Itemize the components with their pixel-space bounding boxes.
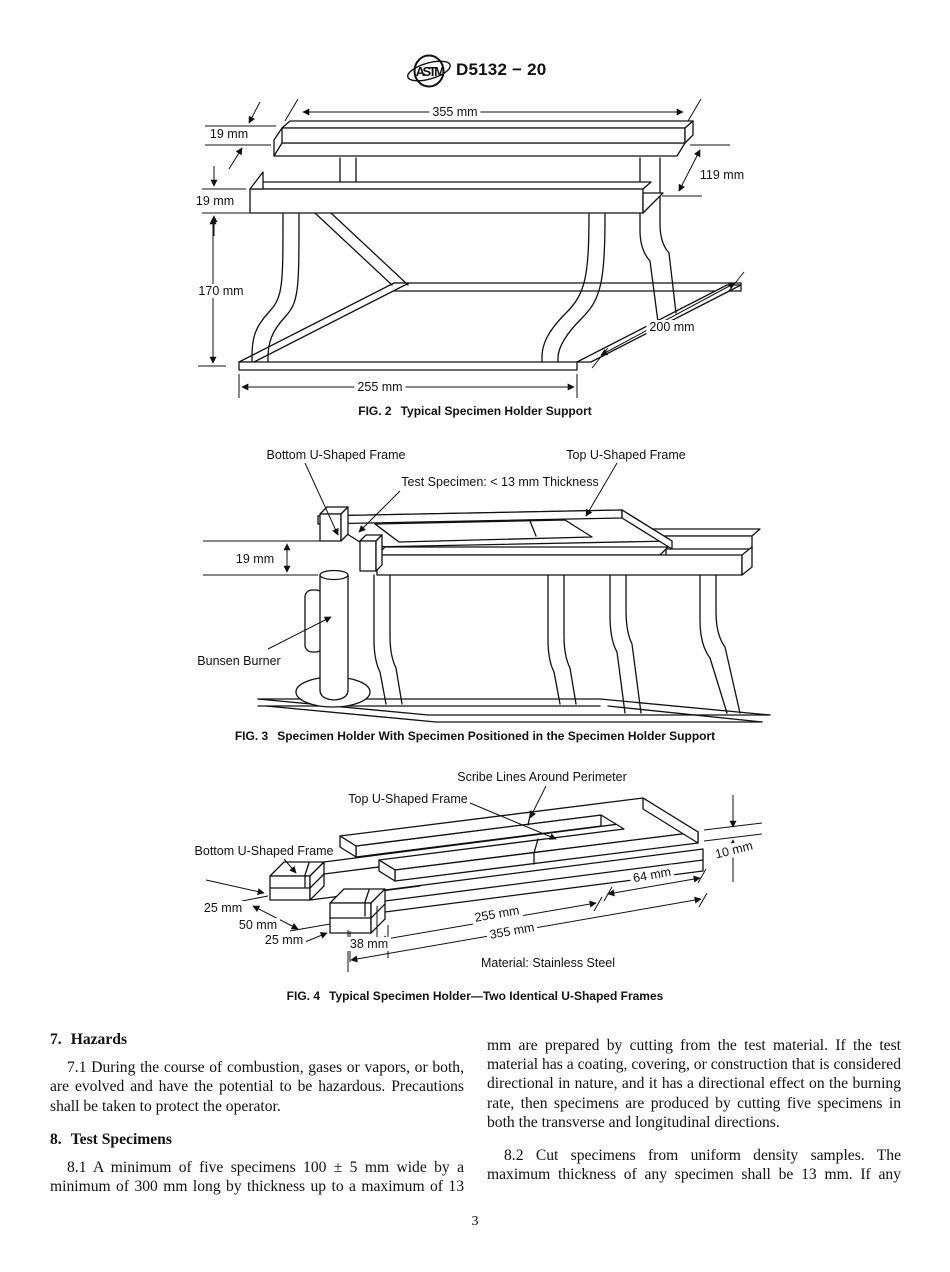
page-header: ASTM D5132 − 20 bbox=[0, 52, 950, 92]
fig2-dim-base-width: 255 mm bbox=[354, 380, 406, 394]
astm-logo: ASTM bbox=[407, 54, 451, 88]
fig4-caption: FIG. 4 Typical Specimen Holder—Two Identi… bbox=[0, 989, 950, 1003]
fig4-dim-end-offset: 38 mm bbox=[346, 937, 392, 951]
page-number: 3 bbox=[471, 1214, 479, 1229]
fig4-label-scribe: Scribe Lines Around Perimeter bbox=[457, 770, 627, 784]
section-7-heading: 7. Hazards bbox=[50, 1030, 464, 1049]
paragraph-8-1-left: 8.1 A minimum of five specimens 100 ± 5 … bbox=[50, 1159, 464, 1196]
section-7-number: 7. bbox=[50, 1031, 62, 1048]
fig3-drawing bbox=[203, 462, 771, 723]
fig4-dim-leg-width-a: 25 mm bbox=[200, 901, 246, 915]
fig2-dim-top-width: 355 mm bbox=[429, 105, 481, 119]
section-8-heading: 8. Test Specimens bbox=[50, 1130, 464, 1149]
standard-designation: D5132 − 20 bbox=[456, 60, 547, 79]
fig2-caption-label: FIG. 2 bbox=[358, 404, 392, 418]
fig4-caption-label: FIG. 4 bbox=[286, 989, 321, 1003]
fig3-caption-title: Specimen Holder With Specimen Positioned… bbox=[277, 729, 716, 743]
fig2-caption-title: Typical Specimen Holder Support bbox=[400, 404, 592, 418]
body-column-left: 7. Hazards 7.1 During the course of combu… bbox=[50, 1030, 464, 1196]
fig3-label-specimen: Test Specimen: < 13 mm Thickness bbox=[401, 475, 599, 489]
fig4-label-top-frame: Top U-Shaped Frame bbox=[348, 792, 468, 806]
fig3-label-burner: Bunsen Burner bbox=[197, 654, 281, 668]
fig2-dim-leg-height: 170 mm bbox=[195, 284, 247, 298]
fig3-caption-label: FIG. 3 bbox=[234, 729, 269, 743]
fig2-dim-base-depth: 200 mm bbox=[646, 320, 698, 334]
fig3-dim-gap: 19 mm bbox=[232, 552, 278, 566]
fig3-label-top-frame: Top U-Shaped Frame bbox=[566, 448, 686, 462]
astm-logo-text: ASTM bbox=[416, 64, 445, 79]
section-8-title: Test Specimens bbox=[70, 1130, 172, 1148]
fig3-label-bottom-frame: Bottom U-Shaped Frame bbox=[266, 448, 406, 462]
fig3-caption: FIG. 3 Specimen Holder With Specimen Posi… bbox=[0, 729, 950, 743]
fig4-caption-title: Typical Specimen Holder—Two Identical U-… bbox=[329, 989, 664, 1003]
body-column-right: mm are prepared by cutting from the test… bbox=[487, 1036, 901, 1184]
section-8-number: 8. bbox=[50, 1130, 62, 1148]
fig2-dim-depth: 119 mm bbox=[696, 168, 748, 182]
fig2-dim-rail-height: 19 mm bbox=[192, 194, 238, 208]
fig4-dim-frame-gap: 50 mm bbox=[235, 918, 281, 932]
paragraph-7-1: 7.1 During the course of combustion, gas… bbox=[50, 1059, 464, 1115]
paragraph-8-2: 8.2 Cut specimens from uniform density s… bbox=[487, 1147, 901, 1184]
fig2-dim-rail-thickness: 19 mm bbox=[206, 127, 252, 141]
section-7-title: Hazards bbox=[70, 1031, 128, 1048]
fig4-label-material: Material: Stainless Steel bbox=[480, 956, 616, 970]
fig2-drawing bbox=[198, 98, 745, 398]
fig4-label-bottom-frame: Bottom U-Shaped Frame bbox=[194, 844, 334, 858]
fig2-caption: FIG. 2 Typical Specimen Holder Support bbox=[0, 404, 950, 418]
fig4-dim-leg-width-b: 25 mm bbox=[261, 933, 307, 947]
fig4-drawing bbox=[205, 785, 763, 972]
paragraph-8-1-right: mm are prepared by cutting from the test… bbox=[487, 1037, 901, 1131]
